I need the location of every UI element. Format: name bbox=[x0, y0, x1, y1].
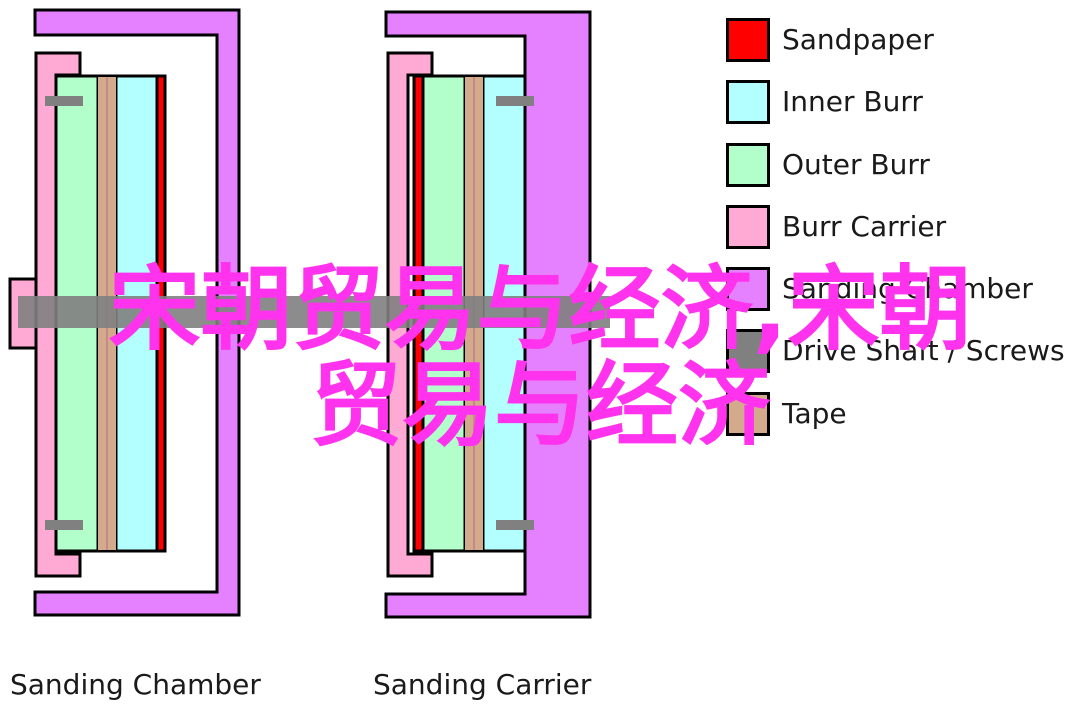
legend-label: Inner Burr bbox=[782, 85, 923, 119]
left-sanding-chamber bbox=[33, 8, 241, 617]
right-screw-top bbox=[496, 96, 534, 106]
left-screw-bottom bbox=[45, 520, 83, 530]
legend-label: Drive Shaft / Screws bbox=[782, 334, 1065, 368]
legend-label: Sanding Chamber bbox=[782, 272, 1033, 306]
right-sanding-chamber bbox=[384, 10, 592, 619]
legend-swatch bbox=[726, 267, 770, 312]
legend-swatch bbox=[726, 80, 770, 125]
legend-label: Sandpaper bbox=[782, 23, 934, 56]
right-burr-carrier bbox=[386, 51, 434, 578]
legend-swatch bbox=[726, 204, 770, 249]
legend-swatch bbox=[726, 329, 770, 374]
legend-swatch bbox=[726, 142, 770, 187]
legend-label: Burr Carrier bbox=[782, 209, 947, 243]
legend-label: Outer Burr bbox=[782, 147, 930, 181]
watermark-overlay: 宋朝贸易与经济,宋朝 贸易与经济 bbox=[108, 256, 972, 459]
legend-label: Tape bbox=[782, 396, 847, 430]
legend-swatch bbox=[726, 391, 770, 436]
caption-sanding-chamber: Sanding Chamber bbox=[10, 668, 261, 701]
drive-shaft bbox=[18, 296, 610, 328]
right-screw-bottom bbox=[496, 520, 534, 530]
legend-swatch bbox=[726, 18, 770, 62]
caption-sanding-carrier: Sanding Carrier bbox=[373, 668, 592, 701]
left-screw-top bbox=[45, 96, 83, 106]
left-burr-carrier bbox=[34, 51, 82, 578]
